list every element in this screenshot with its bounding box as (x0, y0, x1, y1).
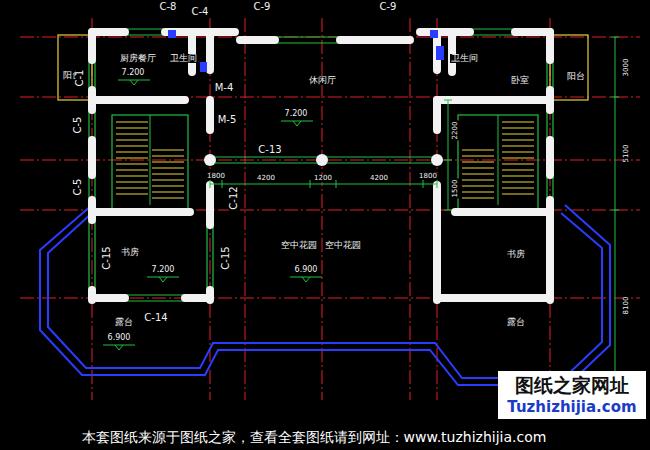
room-name: 露台 (114, 318, 134, 327)
room-name: 卫生间 (450, 54, 479, 63)
stair-treads (462, 122, 534, 198)
level-mark (290, 277, 322, 282)
room-name: 厨房餐厅 (119, 54, 157, 63)
window-tag: C-12 (229, 185, 239, 210)
dim-right (611, 37, 619, 400)
dimension-text: 3000 (623, 57, 630, 77)
level-markers (103, 80, 322, 350)
window-tag: C-9 (253, 2, 272, 12)
window-tag: M-4 (214, 83, 235, 93)
room-name: 卫生间 (169, 54, 198, 63)
wall-horizontal (92, 100, 550, 298)
wall-top (92, 32, 550, 40)
wall-left (88, 32, 96, 300)
dimension-text: 4200 (369, 175, 389, 182)
window-tag: C-5 (73, 178, 83, 197)
dimension-text: 2200 (452, 120, 459, 140)
level-value: 7.200 (151, 266, 176, 274)
room-name: 空中花园 (280, 241, 318, 250)
fixture (430, 30, 438, 38)
source-note: 本套图纸来源于图纸之家，查看全套图纸请到网址：www.tuzhizhijia.c… (81, 430, 548, 444)
fixtures (168, 30, 444, 72)
level-mark (147, 277, 179, 282)
axis-lines (20, 18, 640, 400)
balcony-right (550, 35, 588, 100)
wall-inner-right (437, 32, 452, 300)
room-name: 休闲厅 (308, 76, 337, 85)
room-name: 书房 (506, 250, 526, 259)
level-value: 7.200 (121, 69, 146, 77)
dimension-text: 1800 (206, 173, 226, 180)
windows (89, 29, 553, 301)
walls (92, 32, 550, 300)
stair-divider (150, 115, 151, 205)
dim-vertical (444, 100, 452, 210)
room-name: 卧室 (510, 76, 530, 85)
fixture (436, 46, 444, 60)
watermark-box (498, 371, 646, 419)
level-value: 6.900 (294, 266, 319, 274)
dimension-lines (210, 37, 619, 400)
stairs (112, 115, 538, 210)
column (204, 154, 216, 166)
window-tag: C-13 (257, 145, 282, 155)
columns (204, 154, 443, 166)
window-study (125, 225, 213, 301)
dimension-text: 1200 (313, 175, 333, 182)
stair-treads (116, 122, 184, 198)
stair-divider (498, 115, 499, 205)
level-mark (118, 80, 150, 85)
window-tag: C-1 (75, 69, 85, 88)
room-name: 空中花园 (324, 241, 362, 250)
window-tag: C-5 (73, 116, 83, 135)
window-tag: C-4 (191, 7, 210, 17)
dimension-text: 1500 (452, 178, 459, 198)
watermark-title: 图纸之家网址 (514, 376, 630, 395)
level-mark (281, 121, 313, 126)
balcony-left (58, 35, 92, 100)
column (431, 154, 443, 166)
room-name: 书房 (120, 248, 140, 257)
dimension-text: 5100 (623, 143, 630, 163)
dimension-text: 8100 (623, 295, 630, 315)
column (316, 154, 328, 166)
wall-right (546, 32, 554, 300)
level-mark (103, 345, 135, 350)
wall-inner-left (192, 32, 210, 300)
balcony-outline (58, 35, 588, 100)
fixture (168, 30, 176, 38)
room-name: 露台 (506, 318, 526, 327)
level-value: 6.900 (107, 334, 132, 342)
window-tag: C-9 (379, 2, 398, 12)
level-value: 7.200 (284, 110, 309, 118)
dimension-text: 4200 (256, 175, 276, 182)
window-tag: C-15 (221, 245, 231, 270)
stair-box (112, 115, 188, 210)
stair-box (458, 115, 538, 210)
window-tag: C-15 (102, 245, 112, 270)
window-tag: C-14 (143, 313, 168, 323)
dimension-text: 1800 (418, 173, 438, 180)
window-tag: C-8 (159, 2, 178, 12)
fixture (200, 62, 207, 72)
room-name: 阳台 (566, 72, 586, 81)
watermark-url: Tuzhizhijia.com (506, 400, 637, 415)
window-tag: M-5 (217, 115, 238, 125)
